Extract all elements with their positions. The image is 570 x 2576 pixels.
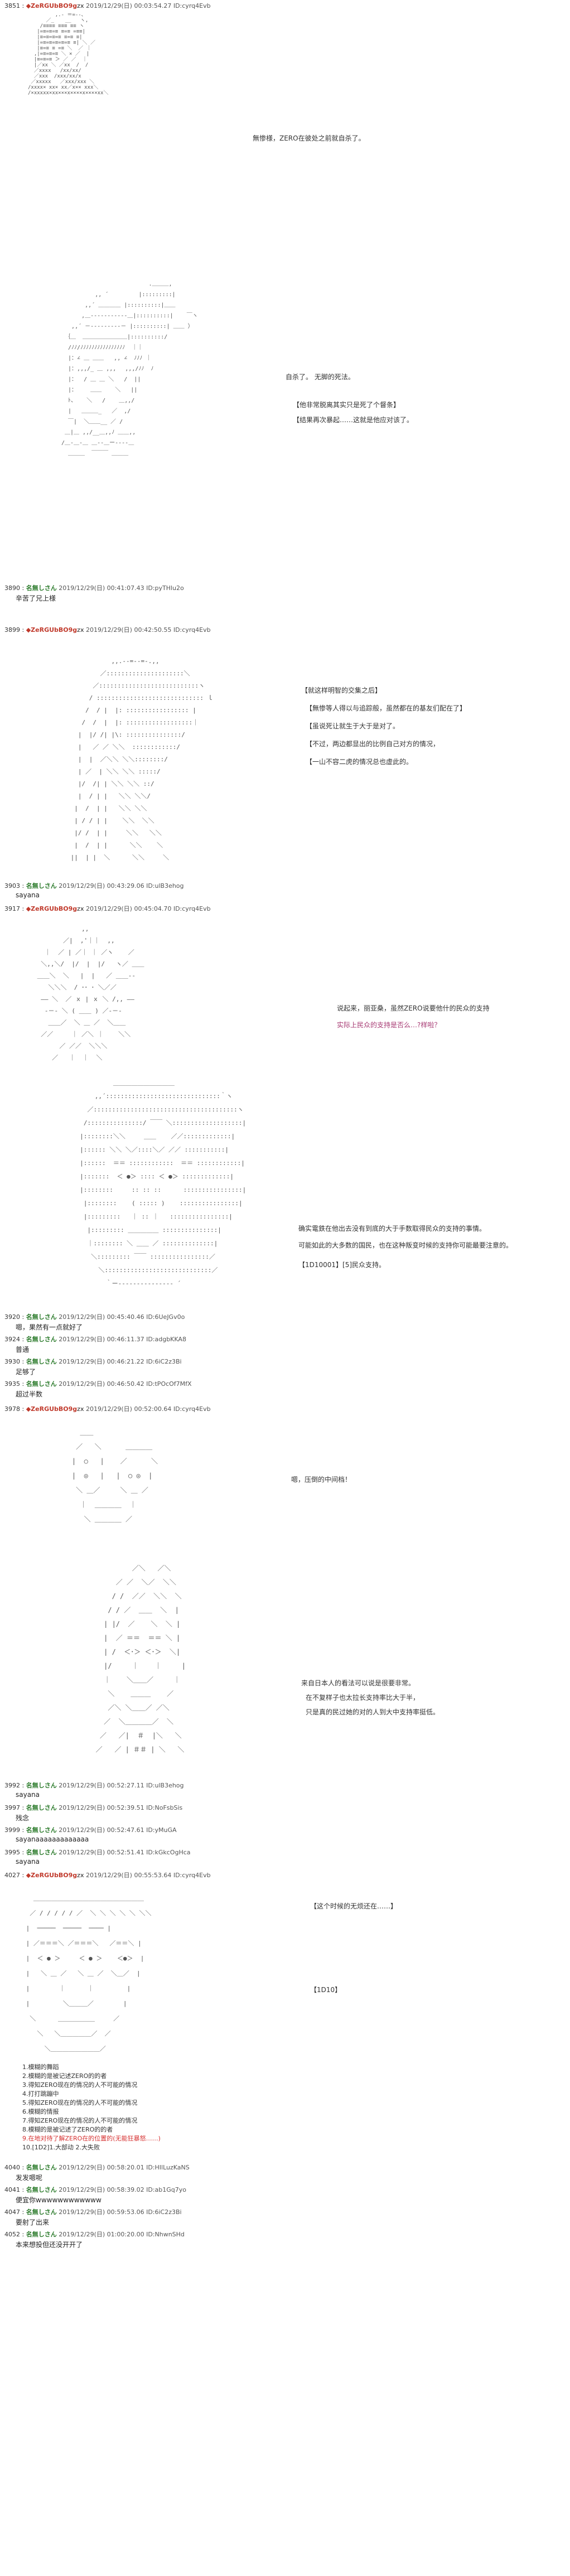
reply-text: 普通	[16, 1346, 30, 1354]
post-header: 3917 : ◆ZeRGUbBO9gzx 2019/12/29(日) 00:45…	[4, 905, 211, 912]
ascii-art: ,, ／| ,'｜｜ ,, ｜ ／ | ／｜ ｜ ／ヽ ／ ＼,,＼/ |/ |…	[37, 925, 144, 1061]
post-header: 3995 : 名無しさん 2019/12/29(日) 00:52:51.41 I…	[4, 1849, 191, 1856]
story-line: 在不复样子也太拉长支持率比大于半，	[306, 1694, 420, 1702]
poster-name[interactable]: 名無しさん	[26, 1804, 57, 1811]
post-header: 4040 : 名無しさん 2019/12/29(日) 00:58:20.01 I…	[4, 2164, 190, 2171]
option-line: 10.[1D2]1.大部动 2.大失败	[22, 2144, 100, 2151]
poster-name[interactable]: ◆ZeRGUbBO9g	[26, 1872, 78, 1879]
post-header: 3999 : 名無しさん 2019/12/29(日) 00:52:47.61 I…	[4, 1826, 177, 1834]
poster-name[interactable]: 名無しさん	[26, 1336, 57, 1343]
poster-name[interactable]: 名無しさん	[26, 2186, 57, 2193]
poster-name[interactable]: 名無しさん	[26, 2231, 57, 2238]
poster-name[interactable]: 名無しさん	[26, 1826, 57, 1834]
reply-text: sayana	[16, 891, 40, 899]
reply-text: 要射了出来	[16, 2219, 50, 2226]
post-header: 3920 : 名無しさん 2019/12/29(日) 00:45:40.46 I…	[4, 1313, 185, 1321]
poster-name[interactable]: 名無しさん	[26, 1782, 57, 1789]
story-line: 【無惨等人得以与追踪般，虽然都在的基友们配在了】	[306, 704, 467, 712]
reply-text: 超过半数	[16, 1390, 43, 1398]
ascii-art: ＿＿ ／ ＼ ＿＿＿＿ | ○ | ／ ＼ | ◎ | | ○ ◎ | ＼ ＿／…	[71, 1428, 158, 1523]
reply-text: sayana	[16, 1791, 40, 1799]
post-header: 4052 : 名無しさん 2019/12/29(日) 01:00:20.00 I…	[4, 2231, 185, 2238]
reply-text: 辛苦了兄上様	[16, 595, 56, 602]
ascii-art: ,,.--=‐‐=-.,, ／:::::::::::::::::::::＼ ／:…	[70, 658, 214, 861]
ascii-art: ,.- ＝=‐-､ ／_ __ ヽ, /≡≡≡≡ ≡≡≡ ≡≡ ヽ |=≡=≡=…	[28, 12, 109, 96]
reply-text: 嗯，果然有一点就好了	[16, 1323, 83, 1331]
poster-name[interactable]: 名無しさん	[26, 882, 57, 890]
option-line: 2.模糊的是被记述ZERO的的者	[22, 2072, 107, 2080]
story-line: 【这个时候的无烦还在……】	[310, 1902, 398, 1910]
story-line: 自杀了。 无脚的死法。	[286, 373, 355, 381]
story-line: 只是真的民过她的对的人到大中支持率挺低。	[306, 1708, 440, 1716]
reply-text: 发发嗯呢	[16, 2174, 43, 2182]
story-line: 【1D10001】[5]民众支持。	[298, 1261, 386, 1269]
story-line: 说起来，丽亚桑，虽然ZERO说要他什的民众的支持	[337, 1004, 490, 1012]
post-header: 4041 : 名無しさん 2019/12/29(日) 00:58:39.02 I…	[4, 2186, 186, 2193]
story-line: 【他非常脱离其实只是死了个督条】	[293, 401, 400, 409]
ascii-art: ＿＿＿＿＿＿＿＿＿＿＿＿＿＿＿＿＿＿ ／ / / / / / ／ ＼ ＼ ＼ ＼…	[26, 1894, 152, 2052]
story-line: 【不过，两边都显出的比例自己对方的情况，	[306, 740, 440, 748]
option-line: 3.得知ZERO现在的情况的人不可能的情况	[22, 2081, 138, 2089]
poster-name[interactable]: 名無しさん	[26, 584, 57, 592]
story-line: 可能如此的大多数的国民，也在这种叛变时候的支持你可能最要注意的。	[298, 1241, 513, 1249]
post-header: 3997 : 名無しさん 2019/12/29(日) 00:52:39.51 I…	[4, 1804, 183, 1811]
reply-text: sayana	[16, 1858, 40, 1865]
option-line-highlight: 9.在地对待了解ZERO在的位置的(无能狂暴怒……)	[22, 2135, 161, 2142]
poster-name[interactable]: 名無しさん	[26, 1380, 57, 1388]
poster-name[interactable]: 名無しさん	[26, 2208, 57, 2216]
story-line: 确实電鉄在他出去没有到底的大于手数取得民众的支持的事情。	[298, 1225, 486, 1233]
post-header: 3978 : ◆ZeRGUbBO9gzx 2019/12/29(日) 00:52…	[4, 1405, 211, 1413]
option-line: 7.得知ZERO现在的情况的人不可能的情况	[22, 2117, 138, 2124]
post-header: 3851 : ◆ZeRGUbBO9gzx 2019/12/29(日) 00:03…	[4, 2, 211, 9]
post-header: 3899 : ◆ZeRGUbBO9gzx 2019/12/29(日) 00:42…	[4, 626, 211, 634]
poster-name[interactable]: 名無しさん	[26, 1313, 57, 1321]
reply-text: 本来想投但还没开开了	[16, 2241, 83, 2249]
story-line: 【1D10】	[310, 1986, 342, 1994]
post-header: 4027 : ◆ZeRGUbBO9gzx 2019/12/29(日) 00:55…	[4, 1872, 211, 1879]
post-header: 4047 : 名無しさん 2019/12/29(日) 00:59:53.06 I…	[4, 2208, 182, 2216]
ascii-art: ／＼ ／＼ ／ ／ ＼／ ＼＼ / / ／／ ＼＼ ＼ / / ／ ＿＿ ＼ |…	[95, 1564, 186, 1753]
option-line: 1.模糊的舞蹈	[22, 2063, 59, 2071]
option-line: 4.打打跳蹦中	[22, 2090, 59, 2097]
poster-name[interactable]: ◆ZeRGUbBO9g	[26, 2, 78, 9]
option-line: 8.模糊的是被记述了ZERO的的者	[22, 2126, 113, 2133]
story-line: 嗯，压倒的中间档！	[291, 1476, 352, 1483]
poster-name[interactable]: ◆ZeRGUbBO9g	[26, 905, 78, 912]
poster-name[interactable]: ◆ZeRGUbBO9g	[26, 626, 78, 634]
poster-name[interactable]: 名無しさん	[26, 2164, 57, 2171]
poster-name[interactable]: 名無しさん	[26, 1358, 57, 1365]
story-line: 【就这样明智的交集之后】	[301, 687, 382, 694]
post-header: 3890 : 名無しさん 2019/12/29(日) 00:41:07.43 I…	[4, 584, 184, 592]
post-header: 3930 : 名無しさん 2019/12/29(日) 00:46:21.22 I…	[4, 1358, 182, 1365]
post-header: 3935 : 名無しさん 2019/12/29(日) 00:46:50.42 I…	[4, 1380, 192, 1388]
ascii-art: .＿＿＿, ,, ´ |:::::::::| ,,´ ＿＿＿＿ |:::::::…	[61, 281, 198, 457]
option-line: 6.模糊的情报	[22, 2108, 59, 2115]
option-line: 5.得知ZERO现在的情况的人不可能的情况	[22, 2099, 138, 2106]
ascii-art: ＿＿＿＿＿＿＿＿＿＿ ,,´::::::::::::::::::::::::::…	[80, 1079, 247, 1287]
reply-text: 残念	[16, 1814, 30, 1822]
story-line: 無惨様，ZERO在彼处之前就自杀了。	[253, 134, 365, 142]
post-header: 3903 : 名無しさん 2019/12/29(日) 00:43:29.06 I…	[4, 882, 184, 890]
reply-text: 足够了	[16, 1368, 36, 1376]
story-line: 来自日本人的看法可以说是很要非常。	[301, 1679, 416, 1687]
reply-text: sayanaaaaaaaaaaaaa	[16, 1835, 89, 1843]
story-line: 【一山不容二虎的情况总也虚此的。	[306, 758, 413, 766]
story-line: 【虽说死让就生于大于是对了。	[306, 722, 400, 730]
reply-text: 便宜你wwwwwwwwwwww	[16, 2196, 102, 2204]
poster-name[interactable]: ◆ZeRGUbBO9g	[26, 1405, 78, 1413]
poster-name[interactable]: 名無しさん	[26, 1849, 57, 1856]
story-line: 【结果再次暴起……这就是他应对该了。	[293, 416, 414, 424]
story-line: 实际上民众的支持是否么…?样啦？	[337, 1021, 441, 1029]
post-header: 3992 : 名無しさん 2019/12/29(日) 00:52:27.11 I…	[4, 1782, 184, 1789]
post-header: 3924 : 名無しさん 2019/12/29(日) 00:46:11.37 I…	[4, 1336, 186, 1343]
